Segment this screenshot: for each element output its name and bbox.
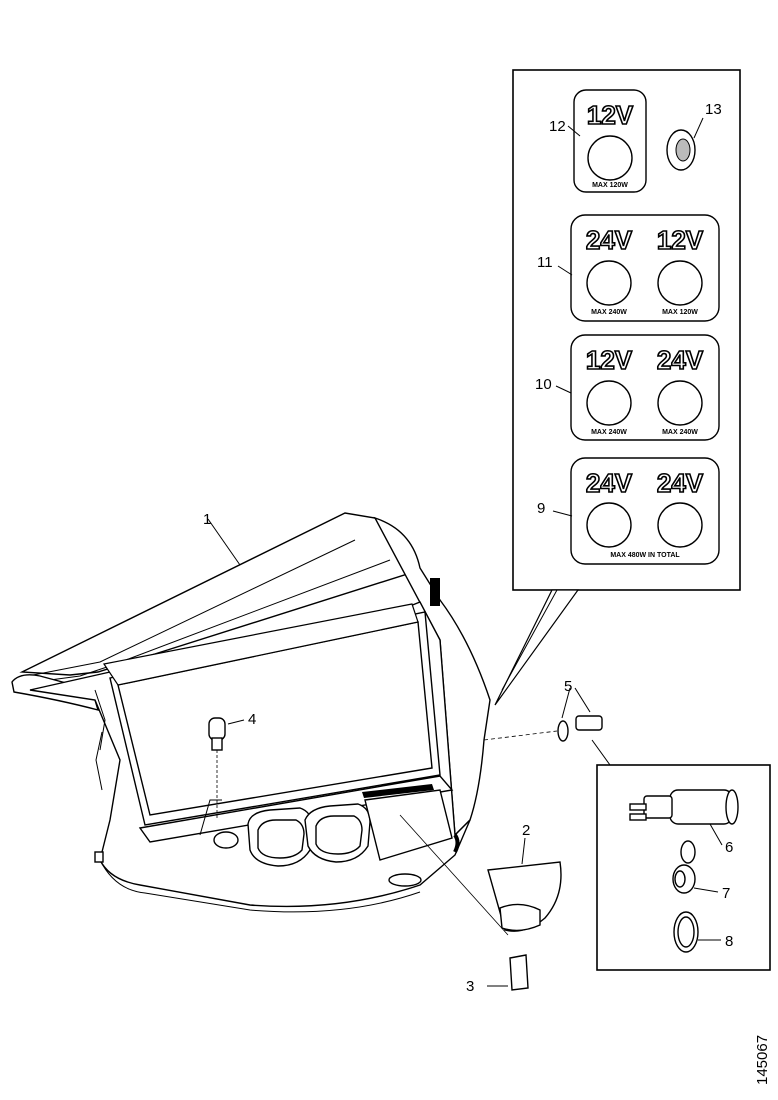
figure-id: 145067 [754, 1035, 771, 1085]
connector-5 [483, 687, 603, 742]
cap-7 [672, 840, 719, 894]
callout-10: 10 [535, 376, 552, 393]
panel9-volt-right: 24V [657, 468, 704, 498]
socket-cap-13 [666, 117, 704, 171]
clip-3 [487, 954, 529, 991]
panel11-max-left: MAX 240W [591, 309, 627, 316]
panel12-max: MAX 120W [592, 182, 628, 189]
label-12v-24v: 12V 24V MAX 240W MAX 240W [570, 334, 720, 441]
cup-holders [247, 803, 371, 867]
callout-1: 1 [203, 511, 211, 528]
callout-7: 7 [722, 885, 730, 902]
panel10-volt-left: 12V [586, 345, 633, 375]
panel11-volt-left: 24V [586, 225, 633, 255]
panel11-volt-right: 12V [657, 225, 704, 255]
panel11-max-right: MAX 120W [662, 309, 698, 316]
label-24v-12v: 24V 12V MAX 240W MAX 120W [570, 214, 720, 322]
panel10-volt-right: 24V [657, 345, 704, 375]
callout-6: 6 [725, 839, 733, 856]
panel10-max-right: MAX 240W [662, 429, 698, 436]
callout-8: 8 [725, 933, 733, 950]
callout-12: 12 [549, 118, 566, 135]
bulb-4 [208, 717, 245, 820]
ring-8 [673, 911, 721, 953]
panel9-volt-left: 24V [586, 468, 633, 498]
callout-13: 13 [705, 101, 722, 118]
callout-3: 3 [466, 978, 474, 995]
callout-11: 11 [537, 254, 553, 271]
socket-6 [629, 789, 739, 846]
callout-5: 5 [564, 678, 572, 695]
panel12-volt: 12V [587, 100, 634, 130]
panel10-max-left: MAX 240W [591, 429, 627, 436]
label-12v-single: 12V MAX 120W [573, 89, 647, 193]
callout-2: 2 [522, 822, 530, 839]
panel9-max: MAX 480W IN TOTAL [610, 552, 680, 559]
socket-detail-inset [591, 739, 771, 971]
callout-9: 9 [537, 500, 545, 517]
callout-4: 4 [248, 711, 256, 728]
label-24v-24v: 24V 24V MAX 480W IN TOTAL [570, 457, 720, 565]
cover-2 [399, 814, 562, 936]
